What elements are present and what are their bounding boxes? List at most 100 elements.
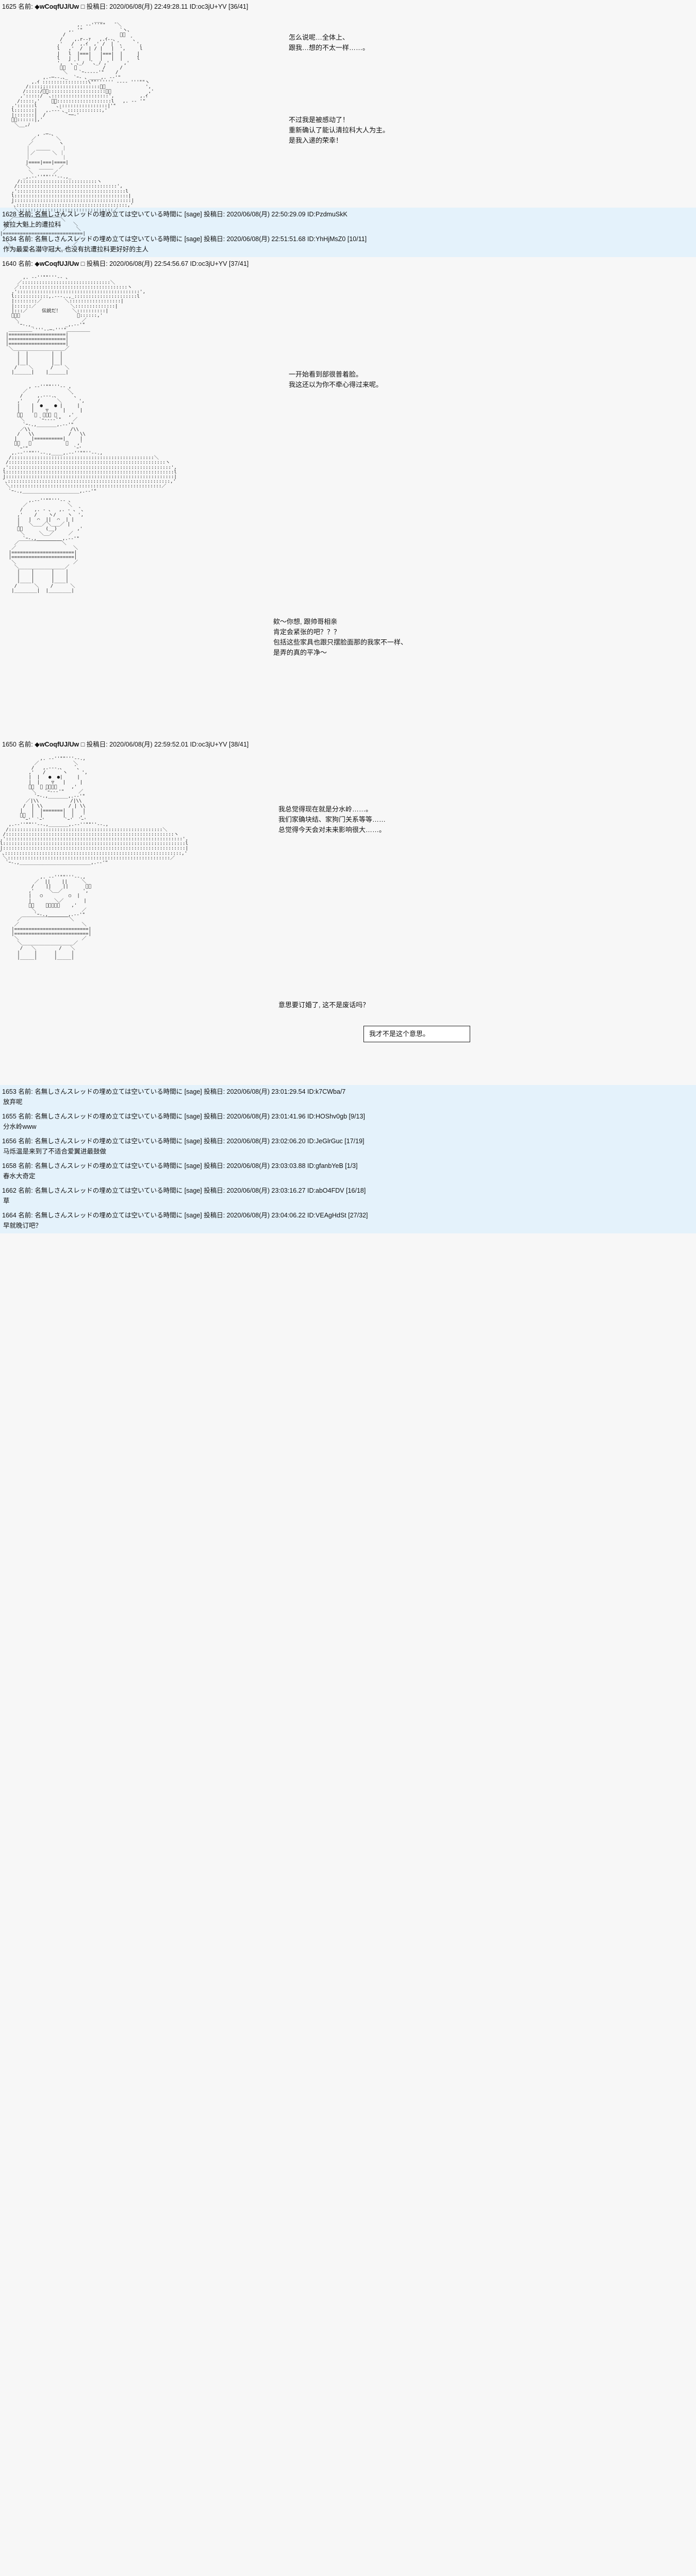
post-number[interactable]: 1628 [2,211,16,218]
post-1628: 1628 名前: 名無しさんスレッドの埋め立ては空いている時間に [sage] … [0,208,696,232]
speech-line: 意思要订婚了, 这不是废话吗？ [278,1001,370,1009]
post-header: 1658 名前: 名無しさんスレッドの埋め立ては空いている時間に [sage] … [0,1159,696,1172]
post-body: 放弃呢 [3,1098,23,1106]
post-number[interactable]: 1664 [2,1211,16,1219]
aa-wrapper: ,. -‐''""'''‐-., ／ ＼ / ,.-‐-.､ ﾞ､ ,' / ヽ… [0,755,696,1085]
post-header: 1656 名前: 名無しさんスレッドの埋め立ては空いている時間に [sage] … [0,1134,696,1147]
post-count: [36/41] [228,3,248,10]
post-header: 1625 名前: ◆wCoqfUJ/Uw □ 投稿日: 2020/06/08(月… [0,0,696,12]
post-1656: 1656 名前: 名無しさんスレッドの埋め立ては空いている時間に [sage] … [0,1134,696,1159]
thread-page: 1625 名前: ◆wCoqfUJ/Uw □ 投稿日: 2020/06/08(月… [0,0,696,1233]
post-date: 2020/06/08(月) 23:02:06.20 [226,1137,306,1145]
post-author[interactable]: ◆wCoqfUJ/Uw [35,741,79,749]
post-flag: □ [80,260,85,268]
post-id[interactable]: ID:oc3jU+YV [190,741,227,749]
post-id[interactable]: ID:abO4FDV [307,1187,344,1194]
post-number[interactable]: 1640 [2,260,16,268]
post-body: 早就晚订吧？ [3,1222,42,1229]
post-header: 1628 名前: 名無しさんスレッドの埋め立ては空いている時間に [sage] … [0,208,696,220]
post-1664: 1664 名前: 名無しさんスレッドの埋め立ては空いている時間に [sage] … [0,1209,696,1233]
post-author: 名無しさんスレッドの埋め立ては空いている時間に [35,1137,183,1145]
post-1662: 1662 名前: 名無しさんスレッドの埋め立ては空いている時間に [sage] … [0,1184,696,1209]
post-id[interactable]: ID:HOShv0gb [307,1112,347,1120]
post-1625: 1625 名前: ◆wCoqfUJ/Uw □ 投稿日: 2020/06/08(月… [0,0,696,250]
date-label: 投稿日: [204,1088,225,1095]
post-group-highlight-1: 1628 名前: 名無しさんスレッドの埋め立ては空いている時間に [sage] … [0,208,696,258]
post-number[interactable]: 1650 [2,741,16,749]
speech-line: 怎么说呢…全体上、 跟我…想的不太一样……。 [289,33,370,52]
post-number[interactable]: 1655 [2,1112,16,1120]
post-id[interactable]: ID:k7CWba/7 [307,1088,346,1095]
post-author: 名無しさんスレッドの埋め立ては空いている時間に [35,1162,183,1170]
post-id[interactable]: ID:oc3jU+YV [190,260,227,268]
post-body: 被拉大魁上的遭拉科 [3,221,61,229]
post-id[interactable]: ID:oc3jU+YV [189,3,227,10]
sage-tag: [sage] [184,1137,202,1145]
post-author: 名無しさんスレッドの埋め立ては空いている時間に [35,235,183,243]
date-label: 投稿日: [204,1162,225,1170]
name-label: 名前: [18,211,33,218]
post-author: 名無しさんスレッドの埋め立ては空いている時間に [35,1112,183,1120]
aa-wrapper: ,. -‐''""'''‐- 、 ／::::::::::::::::::::::… [0,274,696,738]
post-id[interactable]: ID:PzdmuSkK [307,211,347,218]
name-label: 名前: [18,1088,33,1095]
date-label: 投稿日: [204,1211,225,1219]
post-1634: 1634 名前: 名無しさんスレッドの埋め立ては空いている時間に [sage] … [0,232,696,257]
post-1658: 1658 名前: 名無しさんスレッドの埋め立ては空いている時間に [sage] … [0,1159,696,1184]
date-label: 投稿日: [86,741,108,749]
name-label: 名前: [18,1162,33,1170]
post-header: 1653 名前: 名無しさんスレッドの埋め立ては空いている時間に [sage] … [0,1085,696,1097]
post-number[interactable]: 1662 [2,1187,16,1194]
post-date: 2020/06/08(月) 23:04:06.22 [226,1211,306,1219]
post-number[interactable]: 1653 [2,1088,16,1095]
post-count: [38/41] [229,741,249,749]
post-id[interactable]: ID:gfanbYeB [307,1162,343,1170]
post-date: 2020/06/08(月) 22:50:29.09 [226,211,306,218]
post-count: [37/41] [229,260,249,268]
post-1640: 1640 名前: ◆wCoqfUJ/Uw □ 投稿日: 2020/06/08(月… [0,257,696,738]
speech-line: 不过我是被感动了！ 重新确认了能认清拉科大人为主。 是我入递的荣幸！ [289,116,390,145]
post-number[interactable]: 1634 [2,235,16,243]
post-date: 2020/06/08(月) 23:03:03.88 [226,1162,306,1170]
post-id[interactable]: ID:VEAgHdSt [307,1211,346,1219]
post-date: 2020/06/08(月) 22:54:56.67 [109,260,189,268]
name-label: 名前: [18,1187,33,1194]
post-author[interactable]: ◆wCoqfUJ/Uw [35,3,79,10]
speech-line: 一开始看到部很普着脸。 我这还以为你不牵心得过来呢。 [289,370,383,389]
post-number[interactable]: 1658 [2,1162,16,1170]
post-body: 春水大奇定 [3,1172,36,1180]
post-number[interactable]: 1656 [2,1137,16,1145]
name-label: 名前: [18,1137,33,1145]
date-label: 投稿日: [204,1187,225,1194]
post-count: [1/3] [345,1162,358,1170]
speech-bubble: 我才不是这个意思。 [363,1025,470,1042]
post-count: [9/13] [349,1112,365,1120]
post-date: 2020/06/08(月) 23:01:29.54 [226,1088,306,1095]
ascii-art: ,. -‐''""'''‐- 、 ／::::::::::::::::::::::… [3,275,177,594]
post-header: 1650 名前: ◆wCoqfUJ/Uw □ 投稿日: 2020/06/08(月… [0,738,696,750]
post-1653: 1653 名前: 名無しさんスレッドの埋め立ては空いている時間に [sage] … [0,1085,696,1110]
sage-tag: [sage] [184,235,202,243]
post-header: 1655 名前: 名無しさんスレッドの埋め立ては空いている時間に [sage] … [0,1110,696,1122]
speech-line: 欸～你想, 跟帅哥相亲 肯定会紧张的吧？？？ 包括这些家具也跟只摆脸面那的我家不… [273,618,408,657]
post-count: [16/18] [346,1187,366,1194]
post-body: 马烁温是来到了不适合爱翼进最鼓做 [3,1147,107,1155]
post-author: 名無しさんスレッドの埋め立ては空いている時間に [35,1187,183,1194]
date-label: 投稿日: [204,1112,225,1120]
post-group-highlight-2: 1653 名前: 名無しさんスレッドの埋め立ては空いている時間に [sage] … [0,1084,696,1233]
post-date: 2020/06/08(月) 22:51:51.68 [226,235,306,243]
name-label: 名前: [18,235,33,243]
post-count: [10/11] [347,235,367,243]
post-id[interactable]: ID:YhHjMsZ0 [307,235,346,243]
speech-line: 我总觉得现在就是分水岭……。 我们家确块结、家狗门关系等等…… 总觉得今天会对未… [278,805,386,834]
name-label: 名前: [18,3,33,10]
post-number[interactable]: 1625 [2,3,16,10]
post-header: 1634 名前: 名無しさんスレッドの埋め立ては空いている時間に [sage] … [0,232,696,245]
post-date: 2020/06/08(月) 23:03:16.27 [226,1187,306,1194]
post-count: [17/19] [344,1137,364,1145]
post-1655: 1655 名前: 名無しさんスレッドの埋め立ては空いている時間に [sage] … [0,1110,696,1134]
post-id[interactable]: ID:JeGlrGuc [307,1137,343,1145]
post-author[interactable]: ◆wCoqfUJ/Uw [35,260,79,268]
post-flag: □ [80,3,85,10]
post-date: 2020/06/08(月) 22:49:28.11 [109,3,188,10]
